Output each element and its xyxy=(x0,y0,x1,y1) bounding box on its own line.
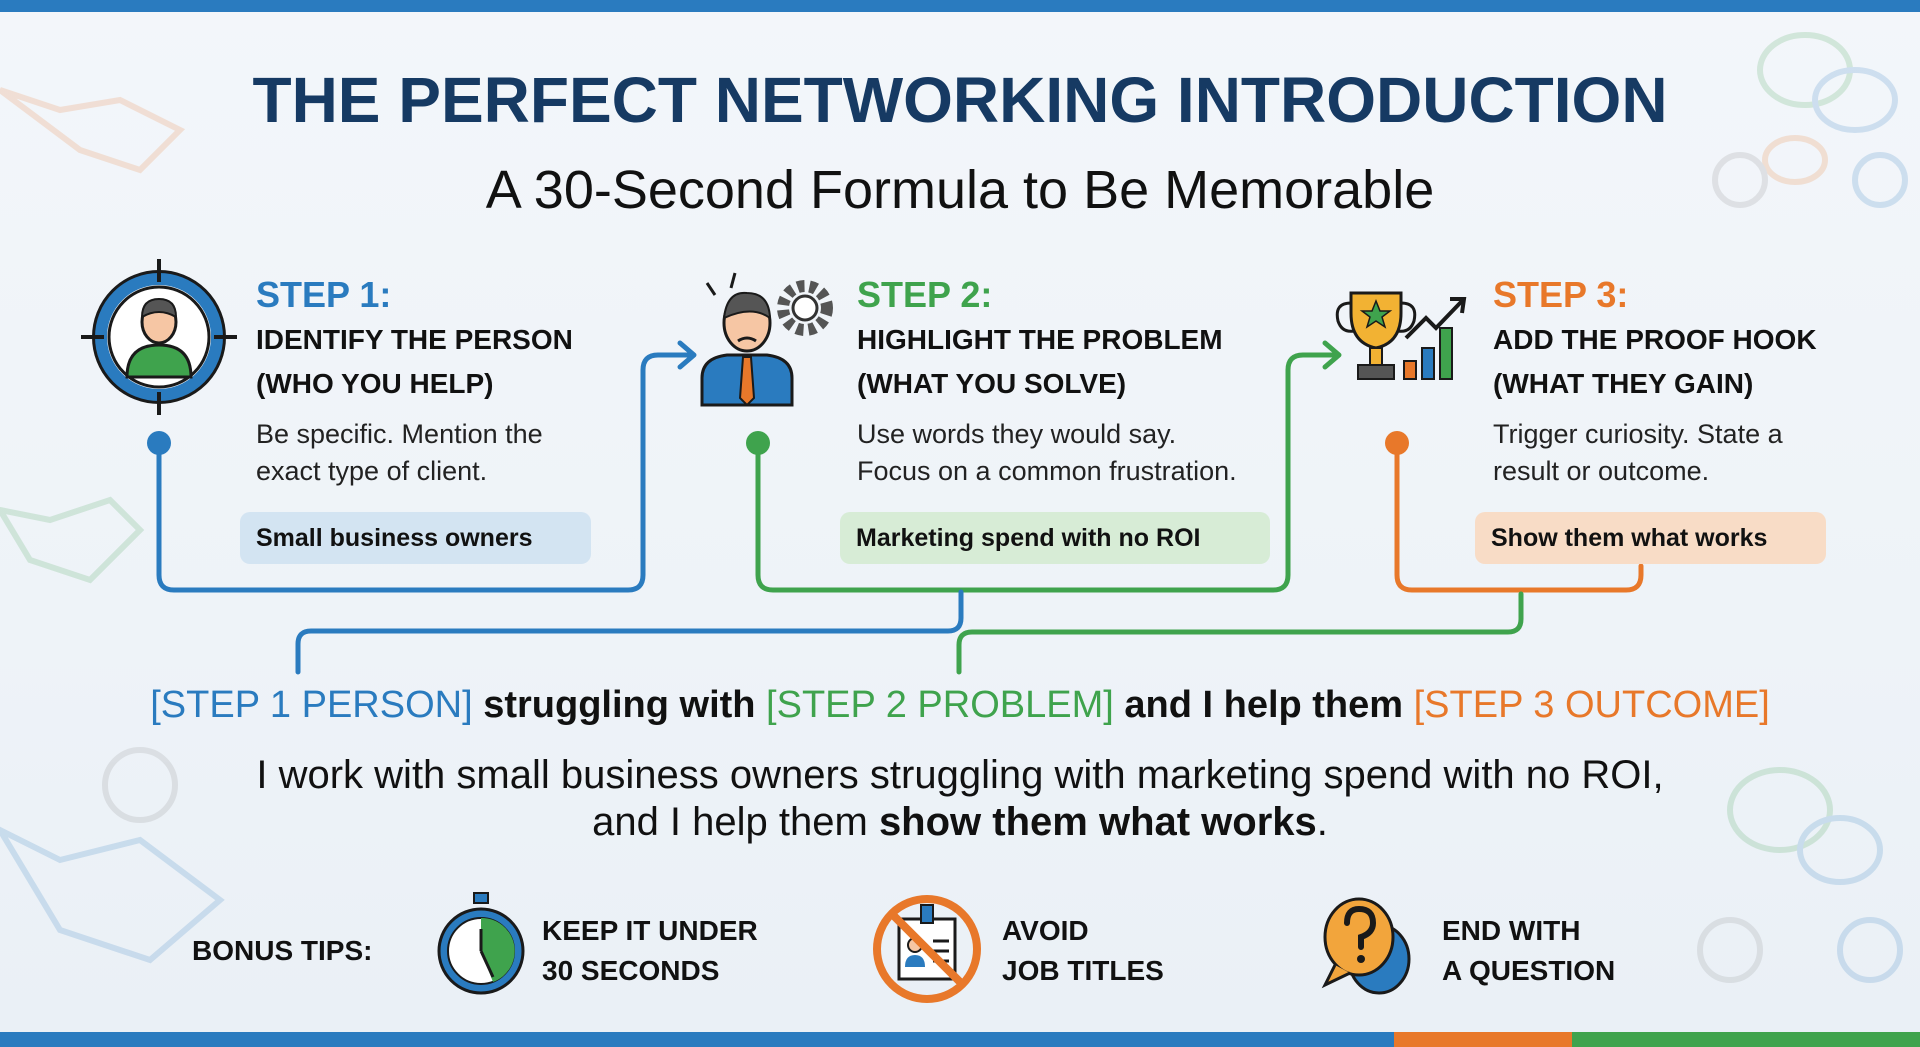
target-person-icon xyxy=(81,259,237,415)
bonus-tips-text: BONUS TIPS: xyxy=(192,935,373,966)
tip-2-line1: AVOID xyxy=(1002,915,1089,946)
question-icon xyxy=(102,747,178,823)
person-icon xyxy=(1712,152,1768,208)
example-line-1: I work with small business owners strugg… xyxy=(256,753,1664,797)
step-3-label: STEP 3: xyxy=(1493,274,1629,315)
stopwatch-icon xyxy=(437,892,525,995)
example-text: and I help them xyxy=(592,800,879,844)
handshake-icon xyxy=(0,87,186,174)
tip-2: AVOID JOB TITLES xyxy=(1002,911,1164,991)
chat-bubble-icon xyxy=(1812,67,1898,133)
step-1-example: Small business owners xyxy=(256,524,533,552)
handshake-icon xyxy=(0,826,225,964)
chat-bubble-icon xyxy=(1762,135,1828,185)
bonus-tips-label: BONUS TIPS: xyxy=(192,931,372,971)
connector-step1-to-step2 xyxy=(156,352,695,593)
connector-to-formula-problem xyxy=(956,591,1524,675)
tip-1-line2: 30 SECONDS xyxy=(542,955,720,986)
tip-3: END WITH A QUESTION xyxy=(1442,911,1615,991)
step-1-label: STEP 1: xyxy=(256,274,392,315)
formula-text-1: struggling with xyxy=(472,684,767,726)
step1-dot xyxy=(147,431,171,455)
step-3-example: Show them what works xyxy=(1491,524,1768,552)
step-3: STEP 3: ADD THE PROOF HOOK (WHAT THEY GA… xyxy=(1493,272,1817,490)
tip-3-line1: END WITH xyxy=(1442,915,1581,946)
arrow-head-step3 xyxy=(1322,340,1342,370)
step-2-example-pill: Marketing spend with no ROI xyxy=(840,512,1270,564)
step-2: STEP 2: HIGHLIGHT THE PROBLEM (WHAT YOU … xyxy=(857,272,1237,490)
tip-1-line1: KEEP IT UNDER xyxy=(542,915,758,946)
step-3-desc-line1: Trigger curiosity. State a xyxy=(1493,419,1783,449)
step-1-title-line2: (WHO YOU HELP) xyxy=(256,368,494,399)
step-1-desc-line2: exact type of client. xyxy=(256,456,488,486)
chat-bubble-icon xyxy=(1757,32,1853,108)
tip-1: KEEP IT UNDER 30 SECONDS xyxy=(542,911,758,991)
step-3-title-line1: ADD THE PROOF HOOK xyxy=(1493,324,1817,355)
person-icon xyxy=(1837,917,1903,983)
bottom-bar-blue xyxy=(0,1032,1394,1047)
bottom-bar-orange xyxy=(1394,1032,1572,1047)
step3-dot xyxy=(1385,431,1409,455)
formula-line: [STEP 1 PERSON] struggling with [STEP 2 … xyxy=(0,680,1920,730)
formula-person: [STEP 1 PERSON] xyxy=(150,684,473,726)
formula-text-2: and I help them xyxy=(1113,684,1414,726)
arrow-head-step2 xyxy=(677,340,697,370)
step-2-desc-line2: Focus on a common frustration. xyxy=(857,456,1237,486)
step-2-title-line1: HIGHLIGHT THE PROBLEM xyxy=(857,324,1223,355)
step-2-desc-line1: Use words they would say. xyxy=(857,419,1177,449)
step-1-desc-line1: Be specific. Mention the xyxy=(256,419,543,449)
question-speech-bubble-icon xyxy=(1321,897,1411,995)
tip-3-line2: A QUESTION xyxy=(1442,955,1616,986)
step-3-title-line2: (WHAT THEY GAIN) xyxy=(1493,368,1754,399)
step-2-label: STEP 2: xyxy=(857,274,993,315)
bottom-bar-green xyxy=(1572,1032,1920,1047)
frustrated-person-gear-icon xyxy=(700,272,833,407)
trophy-growth-chart-icon xyxy=(1335,291,1467,380)
example-period: . xyxy=(1316,800,1328,844)
step-2-title-line2: (WHAT YOU SOLVE) xyxy=(857,368,1127,399)
handshake-icon xyxy=(0,496,145,584)
connector-step3 xyxy=(1394,440,1644,593)
step-3-desc-line2: result or outcome. xyxy=(1493,456,1710,486)
step-1-example-pill: Small business owners xyxy=(240,512,591,564)
person-icon xyxy=(1852,152,1908,208)
chat-bubble-icon xyxy=(1797,815,1883,885)
step-3-example-pill: Show them what works xyxy=(1475,512,1826,564)
top-accent-bar xyxy=(0,0,1920,12)
example-bold: show them what works xyxy=(878,800,1317,844)
example-line-2: and I help them show them what works. xyxy=(0,799,1920,845)
formula-outcome: [STEP 3 OUTCOME] xyxy=(1413,684,1770,726)
page-title: THE PERFECT NETWORKING INTRODUCTION xyxy=(252,64,1668,136)
step-1: STEP 1: IDENTIFY THE PERSON (WHO YOU HEL… xyxy=(256,272,573,490)
formula-problem: [STEP 2 PROBLEM] xyxy=(766,684,1114,726)
connector-to-formula-person xyxy=(295,589,964,675)
step-1-title-line1: IDENTIFY THE PERSON xyxy=(256,324,573,355)
no-id-badge-icon xyxy=(873,895,981,1003)
tip-2-line2: JOB TITLES xyxy=(1002,955,1164,986)
chat-bubble-icon xyxy=(1727,767,1833,853)
step2-dot xyxy=(746,431,770,455)
step-2-example: Marketing spend with no ROI xyxy=(856,524,1201,552)
page-subtitle: A 30-Second Formula to Be Memorable xyxy=(485,160,1435,220)
person-icon xyxy=(1697,917,1763,983)
connector-step2-to-step3 xyxy=(755,352,1340,593)
